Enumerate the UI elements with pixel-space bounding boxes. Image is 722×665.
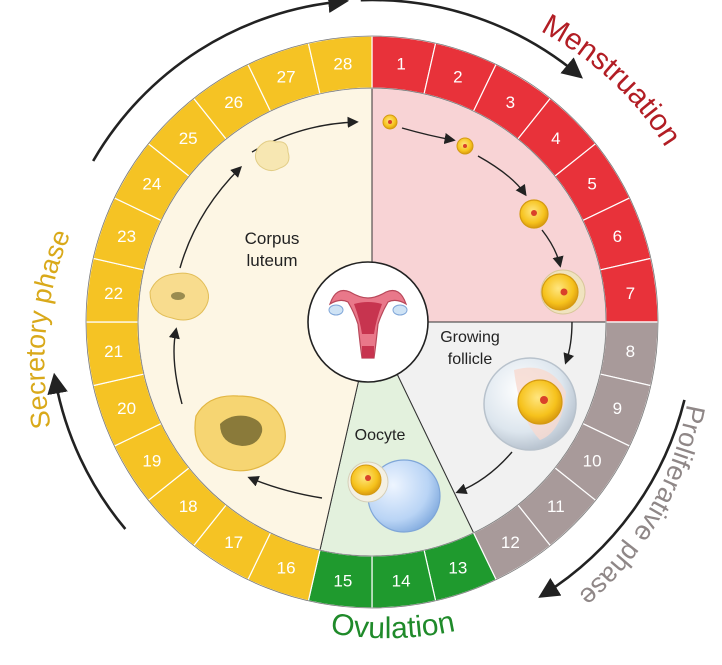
day-number: 18 <box>179 497 198 516</box>
ring-outline <box>85 35 659 609</box>
arrow-icon <box>563 321 575 365</box>
ring-outline <box>137 87 607 557</box>
day-number: 15 <box>333 571 352 590</box>
day-number: 24 <box>142 175 161 194</box>
follicle-icon <box>382 114 398 130</box>
cycle-arrow-icon <box>360 0 583 79</box>
corpus-luteum-label-line1: Corpus <box>245 229 300 248</box>
day-number: 19 <box>142 451 161 470</box>
day-number: 28 <box>333 55 352 74</box>
uterus-icon <box>307 261 429 383</box>
day-number: 5 <box>587 175 596 194</box>
day-number: 13 <box>448 558 467 577</box>
corpus-luteum-label-line2: luteum <box>246 251 297 270</box>
cycle-arrow-icon <box>47 372 127 530</box>
day-number: 25 <box>179 129 198 148</box>
follicle-icon <box>519 199 549 229</box>
day-number: 3 <box>506 93 515 112</box>
day-number: 4 <box>551 129 560 148</box>
secretory-label: Secretory phase <box>20 225 76 431</box>
corpus-luteum-icon <box>254 140 290 172</box>
oocyte-label: Oocyte <box>355 427 406 444</box>
day-number: 8 <box>626 342 635 361</box>
day-number: 22 <box>104 284 123 303</box>
arrow-icon <box>401 127 456 145</box>
day-number: 10 <box>583 451 602 470</box>
day-number: 23 <box>117 227 136 246</box>
day-number: 1 <box>396 55 405 74</box>
cycle-arrow-icon <box>92 0 350 162</box>
cycle-arrow-icon <box>538 399 686 598</box>
arrow-icon <box>247 476 323 499</box>
arrow-icon <box>168 327 183 405</box>
day-ring: 1234567891011121314151617181920212223242… <box>85 35 659 609</box>
ovulation-label: Ovulation <box>329 605 457 645</box>
day-number: 21 <box>104 342 123 361</box>
day-number: 16 <box>277 558 296 577</box>
day-number: 12 <box>501 533 520 552</box>
corpus-luteum-icon <box>149 272 209 321</box>
growing-follicle-label-line2: follicle <box>448 351 493 368</box>
growing-follicle-label-line1: Growing <box>440 329 500 346</box>
day-number: 2 <box>453 68 462 87</box>
day-number: 7 <box>626 284 635 303</box>
arrow-icon <box>477 155 527 197</box>
arrow-icon <box>541 229 564 268</box>
day-number: 9 <box>613 399 622 418</box>
arrow-icon <box>455 451 513 495</box>
follicle-icon <box>456 137 474 155</box>
day-number: 11 <box>547 497 565 516</box>
cycle-arrows <box>47 0 686 598</box>
day-number: 26 <box>224 93 243 112</box>
day-number: 6 <box>613 227 622 246</box>
day-number: 20 <box>117 399 136 418</box>
oocyte-icon <box>347 459 441 533</box>
growing-follicle-icon <box>483 357 577 451</box>
arrow-icon <box>179 166 242 269</box>
day-number: 14 <box>392 571 411 590</box>
day-number: 17 <box>224 533 243 552</box>
day-number: 27 <box>277 68 296 87</box>
corpus-luteum-icon <box>194 395 286 472</box>
follicle-icon <box>540 269 586 315</box>
